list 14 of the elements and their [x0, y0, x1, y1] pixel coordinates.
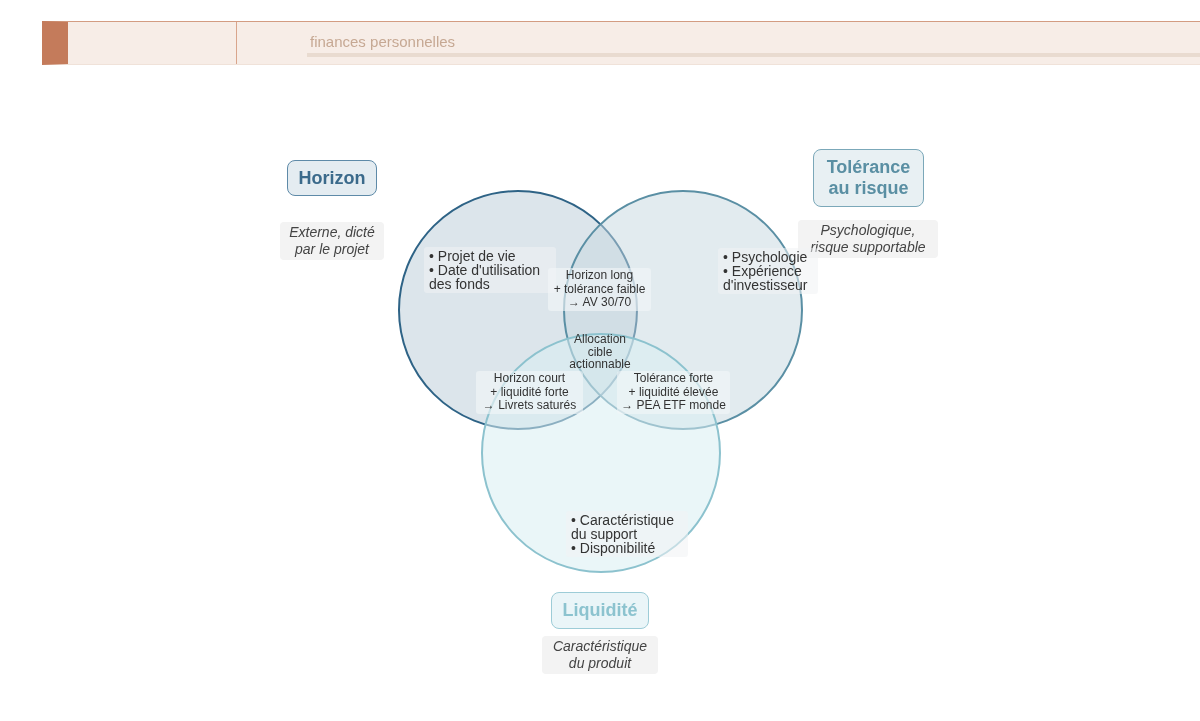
set-description: Caractéristique du produit — [542, 636, 658, 674]
list-item: • Expérience d'investisseur — [723, 264, 809, 292]
set-title: Horizon — [287, 160, 377, 196]
tagline: finances personnelles — [310, 33, 456, 51]
list-item: • Caractéristique du support — [571, 513, 675, 541]
center-label: Allocation cible actionnable — [568, 333, 632, 371]
set-description: Externe, dicté par le projet — [280, 222, 384, 260]
set-title: Liquidité — [551, 592, 649, 629]
list-item: • Date d'utilisation des fonds — [429, 263, 542, 291]
list-item: • Disponibilité — [571, 541, 656, 555]
overlap-label: Horizon court + liquidité forte → Livrets saturés — [476, 371, 583, 414]
set-title: Tolérance au risque — [813, 149, 924, 207]
list-item: • Projet de vie — [429, 249, 516, 263]
overlap-label: Horizon long + tolérance faible → AV 30/70 — [548, 268, 651, 311]
